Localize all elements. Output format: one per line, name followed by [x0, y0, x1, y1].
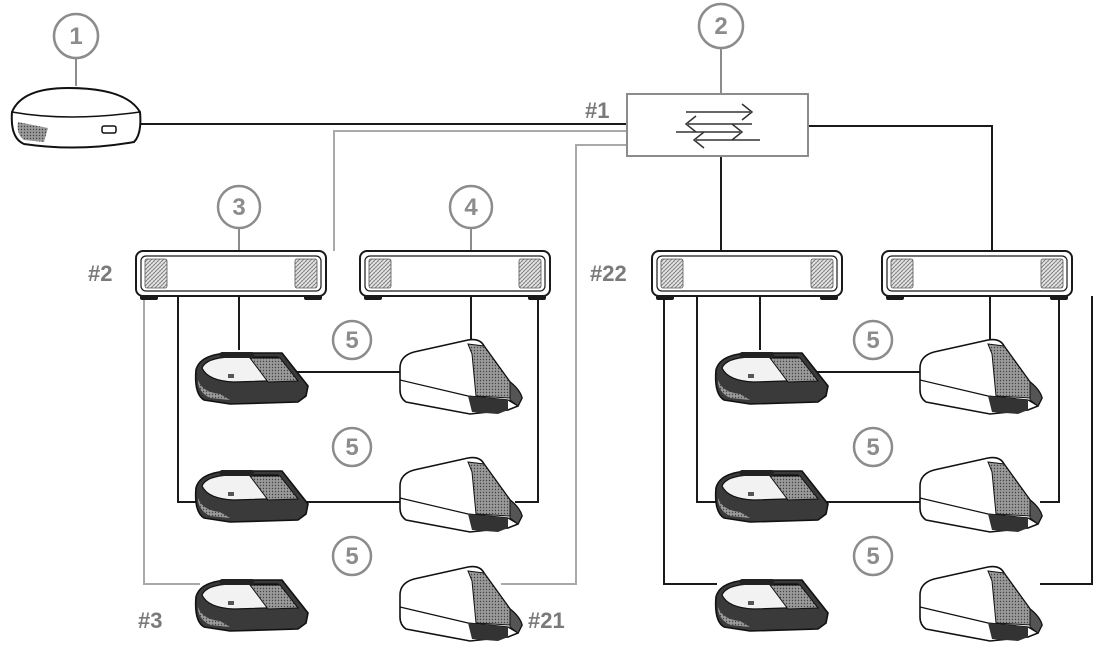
control-unit-icon [135, 250, 327, 301]
wire [177, 296, 200, 503]
device-id-label: #21 [528, 608, 565, 633]
callout-5: 5 [852, 319, 894, 361]
discussion-device-icon [399, 338, 523, 415]
discussion-device-icon [194, 351, 309, 405]
svg-text:3: 3 [232, 194, 245, 221]
switch-id-label: #1 [585, 98, 609, 123]
callout-4: 4 [448, 184, 494, 230]
callout-5: 5 [331, 426, 373, 468]
switch-unit-right-link [808, 125, 993, 253]
device-id-label: #3 [138, 608, 162, 633]
callout-5: 5 [852, 535, 894, 577]
discussion-device-icon [919, 338, 1043, 415]
svg-text:2: 2 [714, 13, 727, 40]
callout-1: 1 [52, 12, 100, 60]
wire [515, 296, 539, 503]
discussion-device-icon [919, 456, 1043, 533]
switch-unit2-link [333, 130, 627, 251]
callout-5: 5 [331, 319, 373, 361]
server-icon [10, 86, 142, 149]
discussion-device-icon [194, 578, 309, 632]
discussion-device-icon [399, 456, 523, 533]
svg-text:5: 5 [345, 543, 358, 570]
discussion-device-icon [194, 469, 309, 523]
control-unit-icon [651, 250, 843, 301]
wire [1040, 296, 1060, 503]
svg-text:4: 4 [464, 194, 478, 221]
wire [1040, 296, 1093, 585]
svg-text:5: 5 [345, 434, 358, 461]
unit-id-label: #22 [590, 261, 627, 286]
callout-5: 5 [852, 426, 894, 468]
unit-id-label: #2 [88, 261, 112, 286]
control-unit-icon [881, 250, 1073, 301]
callout-2: 2 [697, 2, 745, 50]
svg-text:5: 5 [866, 434, 879, 461]
control-unit-icon [359, 250, 551, 301]
svg-text:1: 1 [69, 23, 82, 50]
discussion-device-icon [714, 578, 829, 632]
callout-5: 5 [331, 535, 373, 577]
discussion-device-icon [714, 469, 829, 523]
svg-text:5: 5 [345, 327, 358, 354]
wire [663, 296, 717, 585]
discussion-device-icon [919, 565, 1043, 642]
svg-text:5: 5 [866, 543, 879, 570]
network-switch-icon [626, 93, 809, 157]
discussion-device-icon [399, 565, 523, 642]
discussion-device-icon [714, 351, 829, 405]
wire [696, 296, 717, 503]
unit2-device3-link [143, 296, 200, 585]
svg-text:5: 5 [866, 327, 879, 354]
switch-unit4-link [501, 144, 627, 585]
callout-3: 3 [216, 184, 262, 230]
